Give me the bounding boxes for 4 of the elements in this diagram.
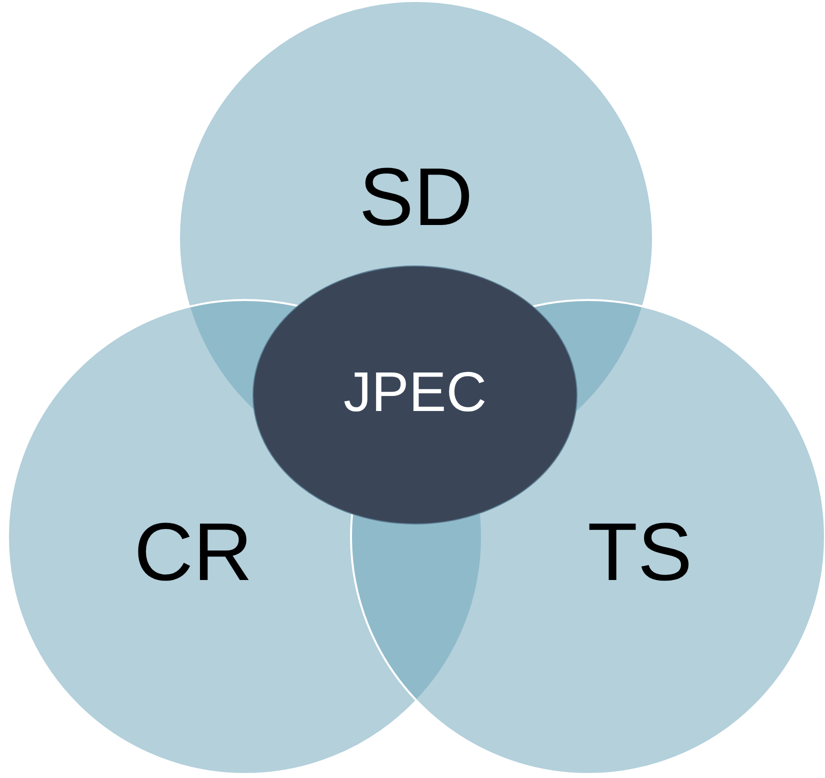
center-label: JPEC <box>344 364 487 420</box>
circle-label: CR <box>134 512 252 594</box>
circle-label: SD <box>359 157 473 239</box>
circle-label: TS <box>588 512 692 594</box>
